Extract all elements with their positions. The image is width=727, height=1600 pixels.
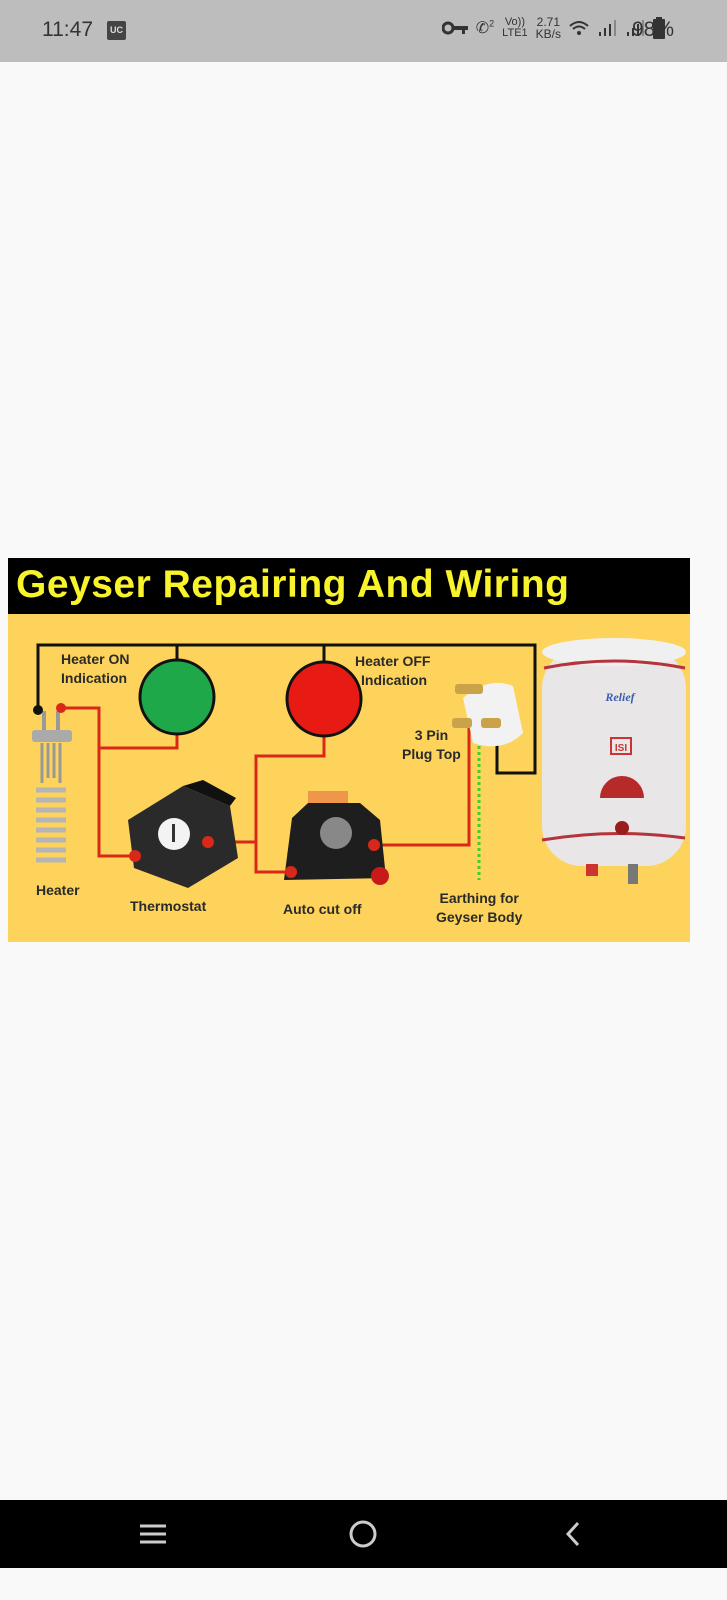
label-auto-cut-off: Auto cut off	[283, 901, 362, 917]
volte-indicator: Vo))LTE1	[502, 16, 528, 39]
back-chevron-icon	[565, 1521, 580, 1547]
three-pin-plug	[452, 682, 523, 747]
live-wire	[61, 706, 471, 874]
title-banner: Geyser Repairing And Wiring	[8, 558, 690, 614]
back-button[interactable]	[553, 1514, 593, 1554]
heater-element	[32, 703, 72, 863]
auto-cut-off-device	[284, 791, 389, 885]
vpn-key-icon	[441, 21, 468, 35]
home-button[interactable]	[343, 1514, 383, 1554]
battery-percent: 98%	[632, 18, 675, 41]
heater-off-lamp	[285, 660, 363, 738]
signal-icon	[627, 20, 644, 36]
wifi-icon	[569, 21, 589, 35]
menu-icon	[140, 1524, 166, 1544]
thermostat-device	[128, 780, 238, 888]
image-title: Geyser Repairing And Wiring	[16, 563, 570, 606]
call-icon: ✆2	[475, 18, 495, 37]
home-circle-icon	[349, 1520, 377, 1548]
svg-text:Relief: Relief	[604, 690, 635, 704]
wiring-diagram: Relief ISI	[32, 638, 686, 888]
signal-icon	[599, 20, 616, 36]
battery-icon	[653, 17, 665, 39]
label-thermostat: Thermostat	[130, 898, 207, 914]
geyser-tank: Relief ISI	[541, 638, 686, 884]
geyser-wiring-diagram-image[interactable]: Geyser Repairing And Wiring	[8, 558, 690, 942]
recent-apps-button[interactable]	[133, 1514, 173, 1554]
heater-on-lamp	[138, 658, 216, 736]
uc-browser-notification-icon: UC	[107, 21, 126, 40]
navigation-bar	[0, 1500, 727, 1568]
neutral-wire	[36, 643, 537, 775]
label-heater: Heater	[36, 882, 80, 898]
clock: 11:47	[42, 18, 93, 41]
svg-text:ISI: ISI	[615, 743, 627, 754]
